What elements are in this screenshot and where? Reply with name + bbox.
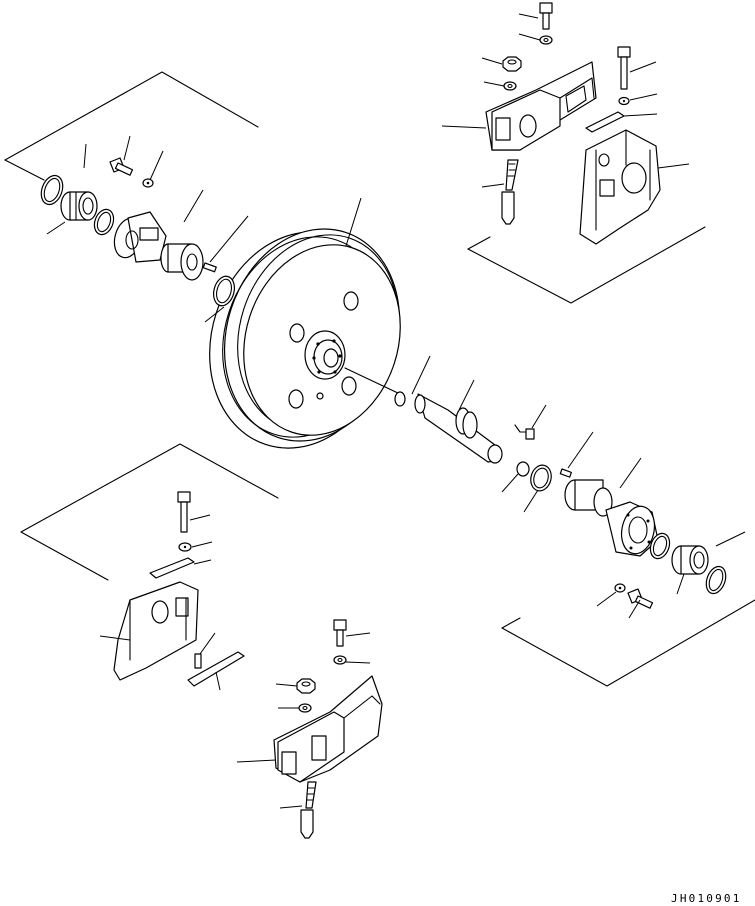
- callout-leaders: [46, 13, 746, 809]
- support-block-lower: [273, 675, 383, 783]
- o-ring-right: [530, 464, 552, 492]
- idler-wheel: [209, 228, 401, 449]
- group-bracket-top-right: [467, 226, 706, 304]
- washer-right-hub: [614, 583, 626, 593]
- drawing-code: JH010901: [671, 892, 742, 905]
- bearing-housing-left: [113, 211, 167, 263]
- floating-seal-right: [671, 545, 709, 575]
- washer-right-vertical: [618, 96, 630, 106]
- washer-top-right-2: [503, 81, 517, 91]
- bushing-right: [564, 479, 613, 517]
- o-ring-small-upper: [394, 391, 406, 407]
- shim-top-right: [585, 111, 625, 133]
- group-bracket-right-hub: [501, 599, 755, 687]
- seal-ring-right: [649, 532, 671, 560]
- support-block-top-right: [485, 61, 597, 151]
- o-ring-left: [40, 174, 64, 206]
- bolt-left-hub: [109, 157, 134, 176]
- bushing-left: [160, 243, 204, 281]
- bracket-lower-left: [113, 581, 199, 681]
- bearing-housing-right: [605, 501, 659, 557]
- washer-top-right: [539, 35, 553, 45]
- adjusting-screw-lower: [300, 781, 317, 839]
- seal-ring-left: [93, 208, 115, 236]
- bracket-top-right: [579, 129, 661, 245]
- bolt-lower-left: [177, 491, 191, 533]
- dowel-pin-left: [202, 262, 217, 273]
- shim-lower-left: [149, 557, 195, 579]
- o-ring-left-large: [212, 275, 236, 307]
- group-bracket-left-hub: [4, 71, 259, 181]
- group-bracket-lower-left: [20, 443, 279, 581]
- nut-top-right: [502, 56, 522, 72]
- o-ring-right-outer: [705, 565, 727, 595]
- washer-lower: [333, 655, 347, 665]
- o-ring-small-lower: [516, 461, 530, 477]
- nut-lower: [296, 678, 316, 694]
- shaft: [394, 391, 503, 464]
- washer-lower-left: [178, 542, 192, 552]
- adjusting-screw-top-right: [501, 159, 519, 225]
- plug-shaft: [514, 424, 535, 440]
- pin-lower-left: [194, 653, 202, 669]
- washer-lower-2: [298, 703, 312, 713]
- bolt-lower: [333, 619, 347, 647]
- bolt-right-vertical: [617, 46, 631, 90]
- shim-lower-left-2: [187, 651, 245, 687]
- floating-seal-left: [60, 191, 98, 221]
- washer-left-hub: [142, 178, 154, 188]
- bolt-right-hub: [627, 588, 654, 609]
- dowel-pin-right: [559, 468, 572, 478]
- bolt-top-right: [539, 2, 553, 30]
